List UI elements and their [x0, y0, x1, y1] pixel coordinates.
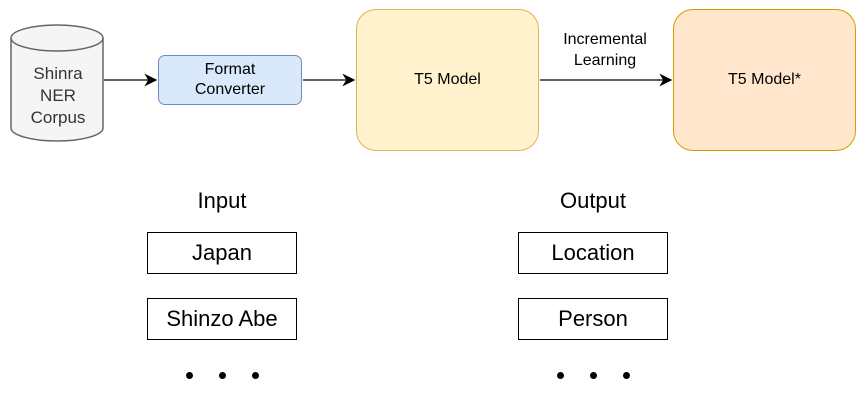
incremental-learning-label: Incremental Learning	[545, 29, 665, 71]
input-box-shinzo-abe: Shinzo Abe	[147, 298, 297, 340]
t5-model-star-node: T5 Model*	[673, 9, 856, 151]
ellipsis-dot	[590, 372, 597, 379]
format-converter-label-line-2: Converter	[194, 81, 266, 98]
corpus-label-line-1: Shinra	[33, 64, 83, 83]
format-converter-label-line-1: Format	[204, 61, 256, 78]
input-heading: Input	[197, 188, 247, 213]
output-value: Location	[551, 240, 635, 265]
t5-model-node: T5 Model	[356, 9, 539, 151]
ellipsis-dot	[252, 372, 259, 379]
output-heading: Output	[559, 188, 627, 213]
input-value: Japan	[192, 240, 252, 265]
t5-model-star-label: T5 Model*	[728, 71, 801, 88]
ellipsis-dot	[219, 372, 226, 379]
input-box-japan: Japan	[147, 232, 297, 274]
output-value: Person	[558, 306, 628, 331]
database-cylinder-icon	[10, 24, 104, 142]
t5-model-label: T5 Model	[414, 71, 481, 88]
format-converter-node: Format Converter	[158, 55, 302, 105]
edge-label-line-1: Incremental	[563, 31, 647, 48]
output-box-location: Location	[518, 232, 668, 274]
corpus-label: Shinra NER Corpus	[12, 63, 104, 129]
input-ellipsis	[186, 372, 259, 379]
output-ellipsis	[557, 372, 630, 379]
ellipsis-dot	[186, 372, 193, 379]
corpus-label-line-3: Corpus	[30, 108, 86, 127]
ellipsis-dot	[623, 372, 630, 379]
ellipsis-dot	[557, 372, 564, 379]
corpus-label-line-2: NER	[40, 86, 76, 105]
output-box-person: Person	[518, 298, 668, 340]
edge-label-line-2: Learning	[573, 52, 637, 69]
input-value: Shinzo Abe	[166, 306, 278, 331]
